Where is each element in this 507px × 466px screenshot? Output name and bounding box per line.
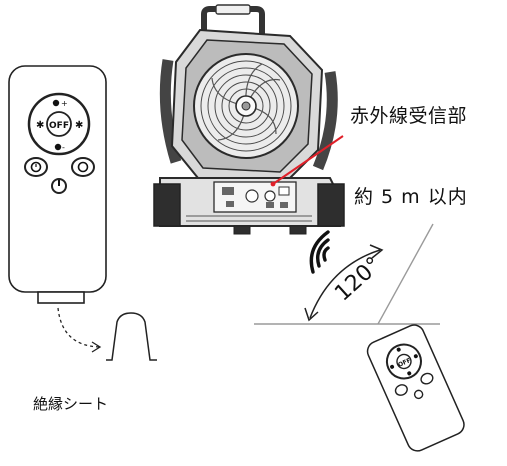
fan-grill-rings <box>200 60 292 152</box>
pull-arrow <box>57 307 101 348</box>
fan-device <box>153 4 345 235</box>
light-right-icon: ✱ <box>75 120 83 131</box>
timer-button[interactable] <box>24 157 48 177</box>
power-button[interactable] <box>51 178 67 194</box>
svg-text:-: - <box>62 143 65 152</box>
small-off-label: OFF <box>397 357 412 369</box>
insulation-sheet-shape <box>106 312 157 361</box>
ir-receiver-point <box>270 181 276 187</box>
range-edge-line <box>377 223 434 325</box>
insulation-sheet-label: 絶縁シート <box>33 395 109 413</box>
svg-text:+: + <box>61 99 68 108</box>
ir-receiver-pointer <box>272 135 344 185</box>
angle-arrow-end <box>369 244 384 259</box>
mode-button[interactable] <box>71 157 95 177</box>
wifi-signal-icon <box>309 230 330 274</box>
ir-receiver-label: 赤外線受信部 <box>350 105 468 127</box>
off-label: OFF <box>49 121 69 131</box>
mode-icon <box>77 161 89 173</box>
remote-dpad[interactable]: OFF + - ✱ ✱ <box>27 92 91 156</box>
fan-down-icon <box>54 143 62 151</box>
remote-control-small: OFF <box>366 324 465 452</box>
pull-arrow-head <box>91 341 102 353</box>
off-button <box>46 111 72 137</box>
range-label: 約 5 m 以内 <box>354 186 468 208</box>
angle-label: 120° <box>330 252 386 306</box>
light-left-icon: ✱ <box>36 120 44 131</box>
angle-arc <box>309 249 381 319</box>
timer-icon <box>30 161 42 173</box>
base-right-foot <box>317 183 345 227</box>
angle-arrow-start <box>304 307 319 322</box>
base-left-foot <box>153 183 181 227</box>
fan-up-icon <box>52 99 60 107</box>
